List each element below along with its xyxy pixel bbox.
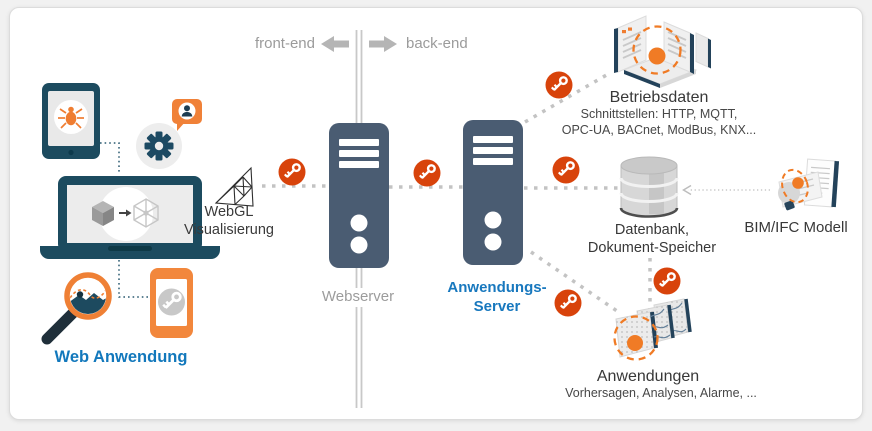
database-cylinder-icon	[619, 156, 679, 218]
web-app-label: Web Anwendung	[54, 348, 188, 366]
betriebsdaten-title: Betriebsdaten	[609, 89, 709, 106]
cube-transform-icon	[92, 198, 159, 228]
connector-appserver-betriebsdaten	[524, 71, 611, 124]
backend-label: back-end	[406, 35, 468, 52]
laptop-icon	[40, 176, 220, 259]
betriebsdaten-subtitle: Schnittstellen: HTTP, MQTT, OPC-UA, BACn…	[561, 107, 757, 137]
webserver-label: Webserver	[310, 288, 406, 307]
operating-data-icon	[614, 15, 711, 88]
applications-title: Anwendungen	[596, 368, 700, 385]
bug-icon	[58, 106, 84, 129]
database-label: Datenbank, Dokument-Speicher	[587, 222, 717, 257]
device-connectors	[100, 142, 148, 298]
arrow-right-icon	[369, 36, 397, 52]
bim-bulb-document-icon	[778, 158, 840, 211]
bim-model-label: BIM/IFC Modell	[744, 219, 848, 236]
connector-lines	[262, 71, 652, 314]
key-icon	[279, 159, 306, 186]
user-chat-bubble-icon	[172, 99, 202, 131]
smartphone-icon	[150, 268, 193, 338]
key-icon	[414, 160, 441, 187]
phone-key-icon	[158, 288, 185, 316]
neural-panels-icon	[613, 298, 692, 361]
connector-appserver-applications	[530, 250, 618, 313]
magnifier-icon	[41, 272, 112, 345]
arrow-left-icon	[321, 36, 349, 52]
applications-subtitle: Vorhersagen, Analysen, Alarme, ...	[565, 386, 757, 400]
app-server-label: Anwendungs- Server	[447, 279, 547, 315]
app-server-tower-icon	[463, 120, 523, 265]
webgl-label: WebGL Visualisierung	[183, 204, 274, 239]
tablet-icon	[42, 83, 100, 159]
key-icon	[555, 290, 582, 317]
key-icon	[654, 268, 681, 295]
frontend-label: front-end	[254, 35, 315, 52]
connector-bim-database	[682, 184, 770, 196]
webgl-mesh-icon	[214, 166, 254, 207]
key-icon	[553, 157, 580, 184]
gear-icon	[136, 123, 182, 169]
webserver-tower-icon	[329, 123, 389, 268]
key-icon	[546, 72, 573, 99]
